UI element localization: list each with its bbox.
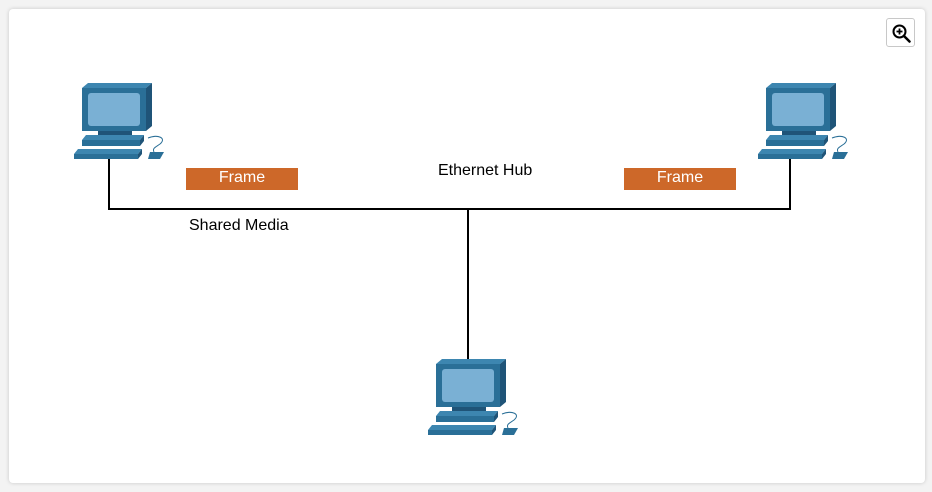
shared-media-bus: [108, 208, 791, 210]
bottom-pc-drop: [467, 208, 469, 360]
hub-label: Ethernet Hub: [438, 162, 533, 179]
frame-right: Frame: [624, 168, 736, 190]
pc-right: [758, 83, 848, 159]
zoom-in-icon: [892, 24, 911, 43]
computer-icon: [758, 83, 848, 159]
computer-icon: [428, 359, 518, 435]
pc-bottom: [428, 359, 518, 435]
zoom-button[interactable]: [886, 18, 915, 47]
pc-left: [74, 83, 164, 159]
shared-media-label: Shared Media: [189, 217, 289, 234]
right-pc-drop: [789, 158, 791, 210]
frame-left: Frame: [186, 168, 298, 190]
left-pc-drop: [108, 158, 110, 210]
computer-icon: [74, 83, 164, 159]
